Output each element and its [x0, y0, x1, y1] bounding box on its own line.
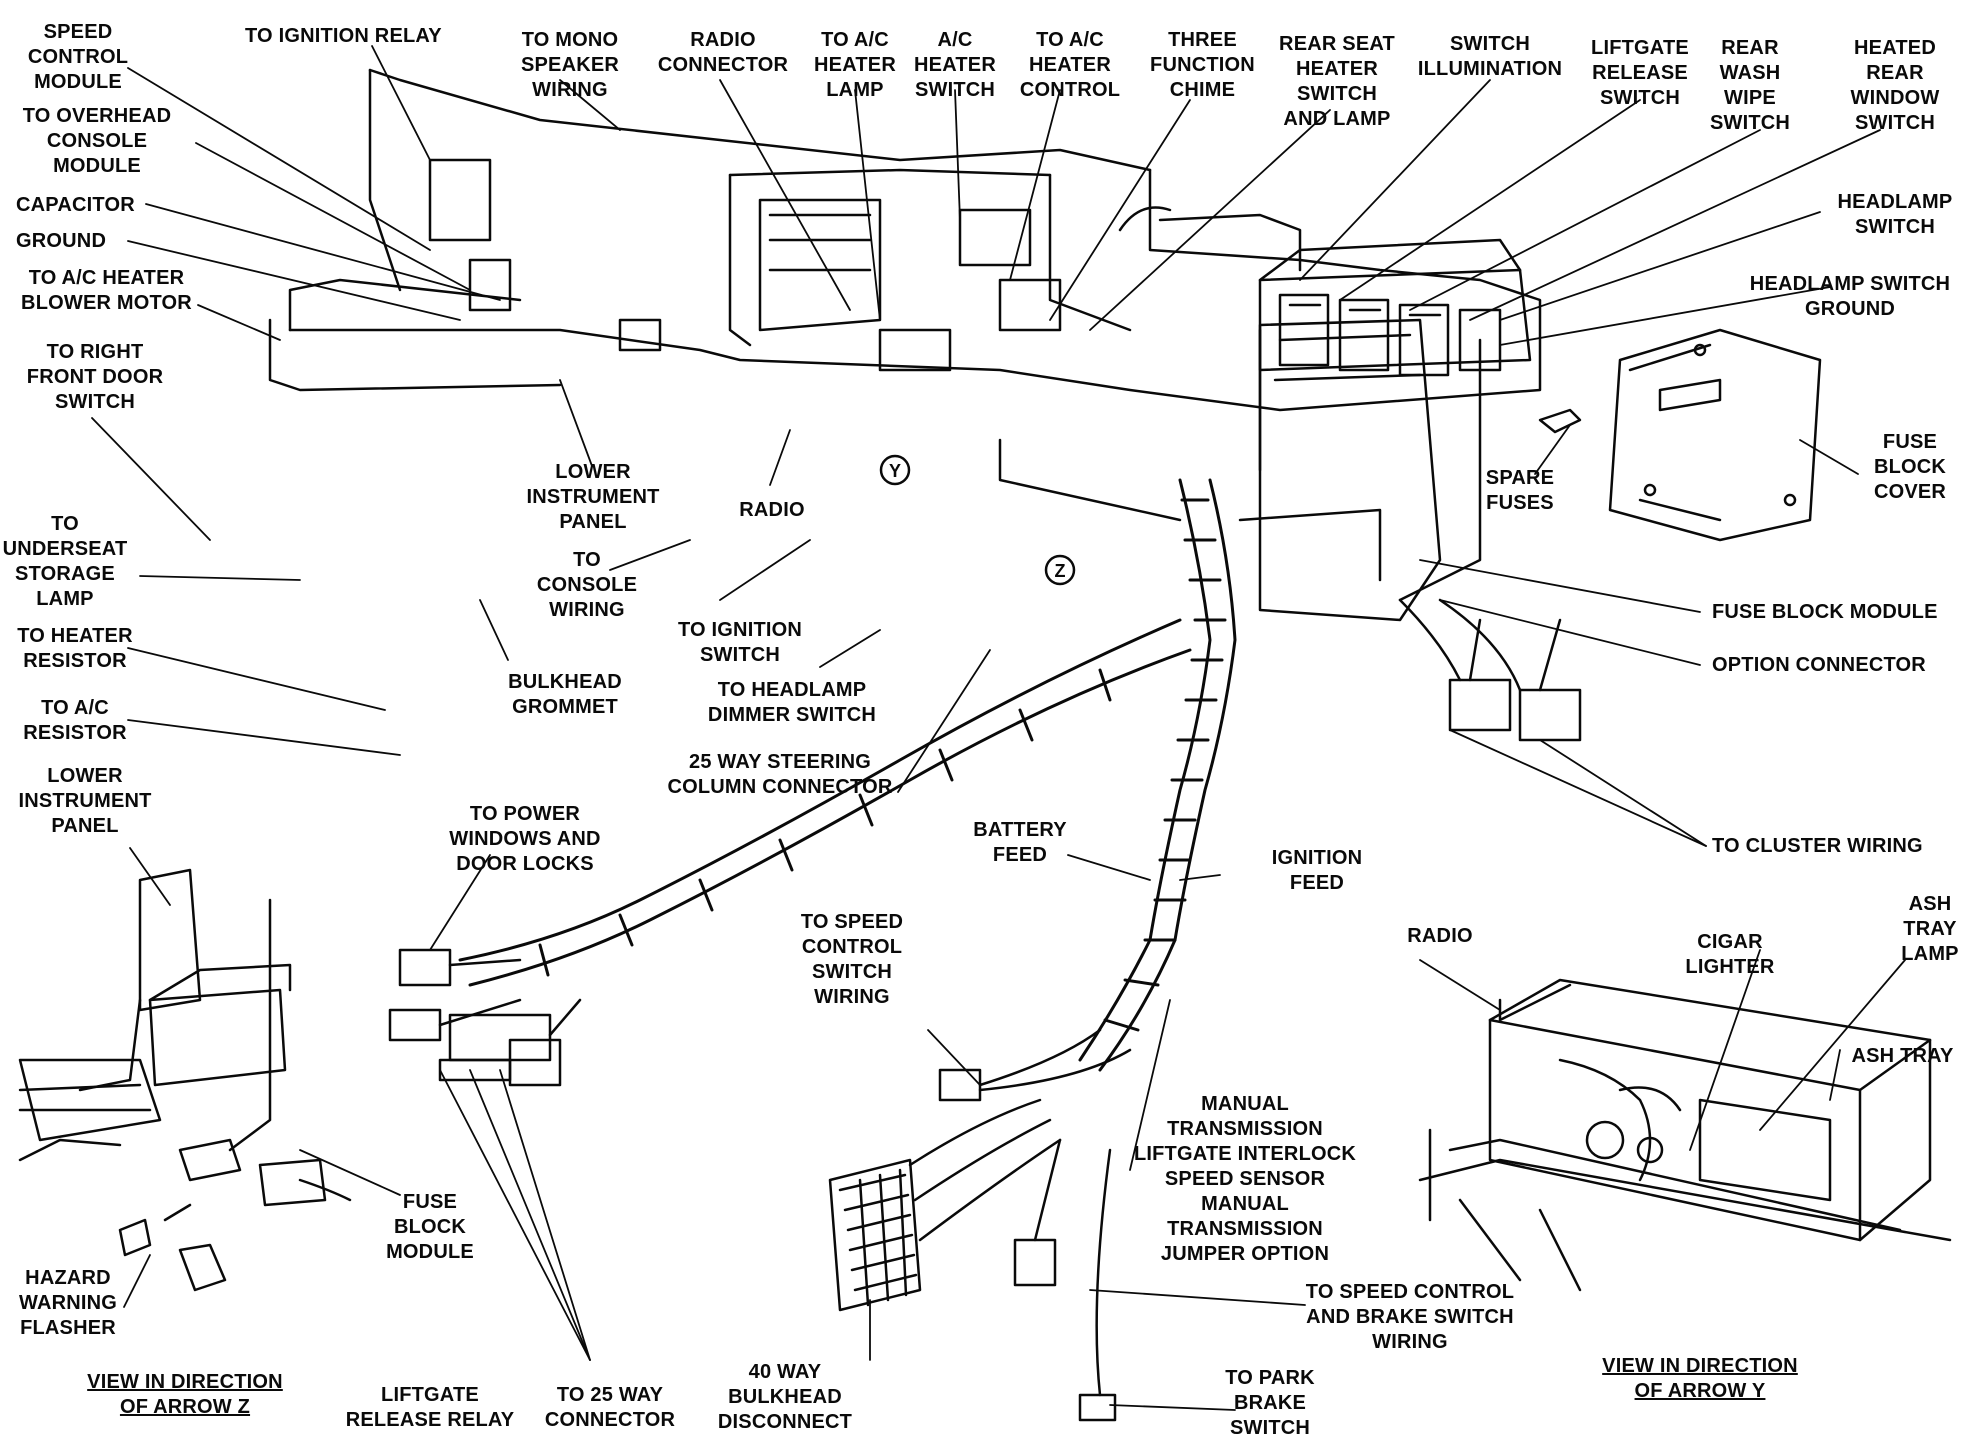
label-radio-y: RADIO — [1407, 925, 1473, 947]
label-cigar-lighter: CIGAR LIGHTER — [1685, 931, 1775, 978]
main-harness — [1078, 478, 1237, 1072]
label-spare-fuses: SPARE FUSES — [1485, 467, 1555, 514]
label-heated-rear-window-switch: HEATED REAR WINDOW SWITCH — [1850, 37, 1940, 134]
label-to-heater-resistor: TO HEATER RESISTOR — [17, 625, 133, 672]
label-view-arrow-y: VIEW IN DIRECTION OF ARROW Y — [1602, 1355, 1798, 1402]
label-bulkhead-grommet: BULKHEAD GROMMET — [508, 671, 622, 718]
label-ash-tray-lamp: ASH TRAY LAMP — [1901, 893, 1959, 965]
label-to-speed-control-switch-wiring: TO SPEED CONTROL SWITCH WIRING — [800, 911, 904, 1008]
label-manual-transmission-list: MANUAL TRANSMISSION LIFTGATE INTERLOCK S… — [1133, 1093, 1357, 1265]
label-battery-feed: BATTERY FEED — [973, 819, 1067, 866]
label-ground: GROUND — [16, 230, 107, 252]
arrow-y-letter: Y — [889, 461, 901, 481]
label-headlamp-switch-ground: HEADLAMP SWITCH GROUND — [1749, 273, 1951, 320]
label-to-ac-heater-lamp: TO A/C HEATER LAMP — [814, 29, 896, 101]
view-y-inset — [1418, 978, 1952, 1292]
label-liftgate-release-relay: LIFTGATE RELEASE RELAY — [345, 1384, 515, 1431]
label-ignition-feed: IGNITION FEED — [1271, 847, 1363, 894]
label-hazard-warning-flasher: HAZARD WARNING FLASHER — [18, 1267, 118, 1339]
label-ash-tray: ASH TRAY — [1851, 1045, 1954, 1067]
label-to-right-front-door-switch: TO RIGHT FRONT DOOR SWITCH — [26, 341, 164, 413]
label-to-power-windows: TO POWER WINDOWS AND DOOR LOCKS — [449, 803, 601, 875]
label-steering-column-connector: 25 WAY STEERING COLUMN CONNECTOR — [667, 751, 893, 798]
branch-left — [458, 618, 1192, 987]
label-fuse-block-cover: FUSE BLOCK COVER — [1873, 431, 1947, 503]
arrow-z-marker — [1044, 554, 1076, 586]
label-to-underseat-storage-lamp: TO UNDERSEAT STORAGE LAMP — [2, 513, 128, 610]
label-fuse-block-module-z: FUSE BLOCK MODULE — [386, 1191, 474, 1263]
label-to-25-way-connector: TO 25 WAY CONNECTOR — [544, 1384, 676, 1431]
instrument-panel-frame — [268, 68, 1542, 602]
label-to-ignition-relay: TO IGNITION RELAY — [245, 25, 442, 47]
label-liftgate-release-switch: LIFTGATE RELEASE SWITCH — [1591, 37, 1689, 109]
cluster-connectors — [1398, 598, 1582, 742]
label-switch-illumination: SWITCH ILLUMINATION — [1417, 33, 1563, 80]
label-ac-heater-switch: A/C HEATER SWITCH — [914, 29, 996, 101]
label-to-mono-speaker-wiring: TO MONO SPEAKER WIRING — [520, 29, 620, 101]
label-capacitor: CAPACITOR — [16, 194, 135, 216]
label-lower-instrument-panel-left: LOWER INSTRUMENT PANEL — [18, 765, 152, 837]
bottom-connectors — [938, 1028, 1132, 1422]
label-radio-center: RADIO — [739, 499, 805, 521]
label-to-overhead-console-module: TO OVERHEAD CONSOLE MODULE — [22, 105, 172, 177]
label-radio-connector: RADIO CONNECTOR — [657, 29, 789, 76]
label-to-ac-heater-blower-motor: TO A/C HEATER BLOWER MOTOR — [21, 267, 192, 314]
view-z-inset — [18, 868, 352, 1292]
fuse-block-module-art — [1238, 318, 1442, 622]
label-option-connector: OPTION CONNECTOR — [1712, 654, 1926, 676]
label-bulkhead-disconnect: 40 WAY BULKHEAD DISCONNECT — [717, 1361, 853, 1433]
arrow-z-letter: Z — [1055, 561, 1066, 581]
label-to-ignition-switch: TO IGNITION SWITCH — [677, 619, 803, 666]
power-window-connectors — [388, 948, 582, 1087]
fuse-block-cover-art — [1538, 328, 1822, 542]
switch-cluster — [428, 158, 1502, 377]
label-to-speed-control-and-brake: TO SPEED CONTROL AND BRAKE SWITCH WIRING — [1305, 1281, 1515, 1353]
label-to-ac-resistor: TO A/C RESISTOR — [23, 697, 127, 744]
bulkhead-disconnect-art — [828, 1098, 1062, 1312]
label-lower-instrument-panel-top: LOWER INSTRUMENT PANEL — [526, 461, 660, 533]
label-headlamp-switch: HEADLAMP SWITCH — [1837, 191, 1953, 238]
label-fuse-block-module: FUSE BLOCK MODULE — [1712, 601, 1938, 623]
label-to-park-brake-switch: TO PARK BRAKE SWITCH — [1225, 1367, 1315, 1439]
label-to-cluster-wiring: TO CLUSTER WIRING — [1712, 835, 1923, 857]
label-three-function-chime: THREE FUNCTION CHIME — [1150, 29, 1255, 101]
label-to-console-wiring: TO CONSOLE WIRING — [536, 549, 638, 621]
label-view-arrow-z: VIEW IN DIRECTION OF ARROW Z — [87, 1371, 283, 1418]
label-speed-control-module: SPEED CONTROL MODULE — [27, 21, 129, 93]
leader-lines — [91, 45, 1906, 1411]
label-to-ac-heater-control: TO A/C HEATER CONTROL — [1019, 29, 1121, 101]
label-rear-seat-heater-switch-and-lamp: REAR SEAT HEATER SWITCH AND LAMP — [1279, 33, 1395, 130]
label-rear-wash-wipe-switch: REAR WASH WIPE SWITCH — [1709, 37, 1791, 134]
label-to-headlamp-dimmer-switch: TO HEADLAMP DIMMER SWITCH — [707, 679, 877, 726]
arrow-y-marker — [879, 454, 911, 486]
